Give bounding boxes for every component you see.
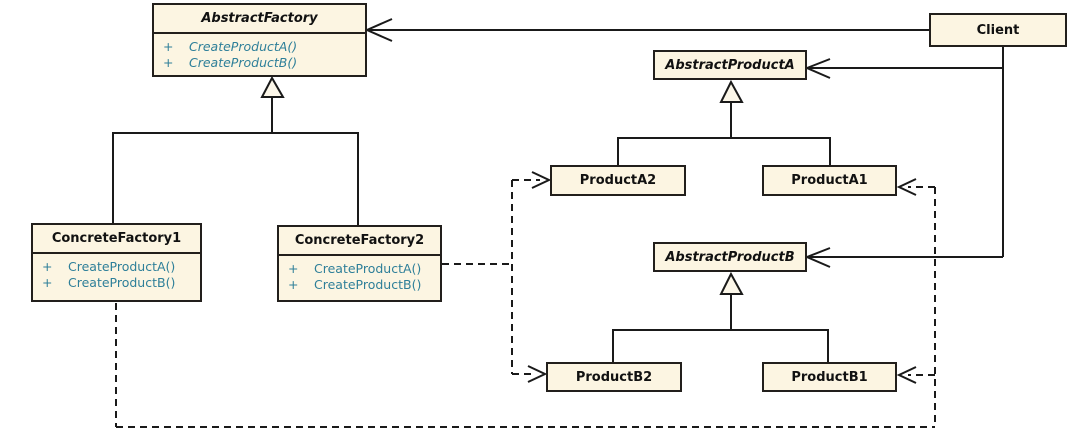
class-producta2[interactable]: ProductA2 — [550, 165, 686, 196]
class-title: ProductA1 — [791, 173, 868, 188]
class-concretefactory2[interactable]: ConcreteFactory2 + CreateProductA() + Cr… — [277, 225, 442, 302]
method-row: + CreateProductA() — [154, 39, 365, 55]
class-productb2[interactable]: ProductB2 — [546, 362, 682, 392]
method-label: CreateProductB() — [189, 55, 298, 70]
generalization-abstractfactory — [112, 75, 359, 226]
class-title: AbstractProductB — [665, 249, 795, 265]
visibility-public: + — [163, 39, 174, 54]
class-producta1[interactable]: ProductA1 — [762, 165, 897, 196]
visibility-public: + — [42, 275, 53, 290]
method-label: CreateProductB() — [68, 275, 176, 290]
visibility-public: + — [288, 261, 299, 276]
class-title: ProductA2 — [579, 173, 657, 188]
edge-client-abstractproducta — [804, 58, 1003, 79]
methods-compartment: + CreateProductA() + CreateProductB() — [279, 254, 440, 300]
generalization-abstractproductb — [612, 271, 829, 363]
method-label: CreateProductA() — [68, 259, 176, 274]
method-label: CreateProductA() — [189, 39, 298, 54]
method-row: + CreateProductA() — [279, 261, 440, 277]
method-label: CreateProductA() — [314, 261, 422, 276]
class-title: ProductB2 — [575, 369, 653, 385]
method-row: + CreateProductB() — [154, 55, 365, 71]
methods-compartment: + CreateProductA() + CreateProductB() — [33, 252, 200, 300]
method-row: + CreateProductA() — [33, 259, 200, 275]
class-client[interactable]: Client — [929, 13, 1067, 47]
class-concretefactory1[interactable]: ConcreteFactory1 + CreateProductA() + Cr… — [31, 223, 202, 302]
visibility-public: + — [288, 277, 299, 292]
class-abstractproducta[interactable]: AbstractProductA — [653, 50, 807, 80]
method-row: + CreateProductB() — [33, 275, 200, 291]
class-abstractfactory[interactable]: AbstractFactory + CreateProductA() + Cre… — [152, 3, 367, 77]
class-title: AbstractFactory — [201, 11, 318, 26]
class-title: ProductB1 — [791, 369, 868, 385]
method-label: CreateProductB() — [314, 277, 422, 292]
class-title: ConcreteFactory2 — [294, 233, 425, 248]
methods-compartment: + CreateProductA() + CreateProductB() — [154, 32, 365, 75]
visibility-public: + — [163, 55, 174, 70]
class-title: ConcreteFactory1 — [51, 231, 182, 246]
method-row: + CreateProductB() — [279, 277, 440, 293]
dependency-concretefactory1-channel — [115, 178, 936, 428]
visibility-public: + — [42, 259, 53, 274]
edge-client-abstractproductb — [804, 247, 1003, 268]
class-abstractproductb[interactable]: AbstractProductB — [653, 242, 807, 272]
class-productb1[interactable]: ProductB1 — [762, 362, 897, 392]
class-title: AbstractProductA — [665, 57, 795, 73]
dependency-concretefactory2-channel — [442, 171, 552, 383]
edge-client-abstractfactory — [364, 18, 929, 42]
class-title: Client — [976, 22, 1020, 38]
generalization-abstractproducta — [617, 79, 831, 166]
